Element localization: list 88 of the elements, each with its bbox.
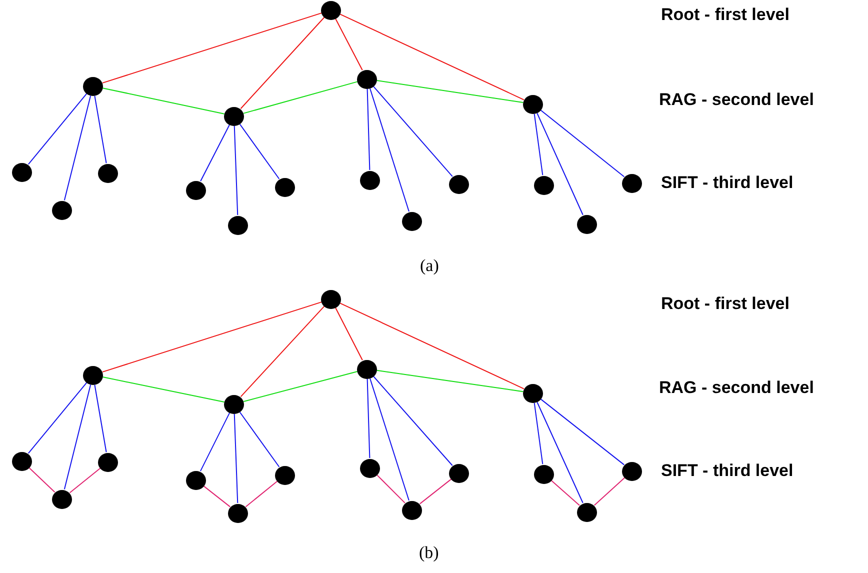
connector-line (366, 88, 370, 170)
connector-line (102, 302, 322, 372)
graph-node (622, 462, 642, 480)
graph-node (321, 0, 341, 20)
connector-line (203, 486, 231, 508)
connector-line (102, 376, 225, 402)
graph-node (321, 290, 341, 308)
connector-line (28, 93, 88, 165)
graph-node (402, 212, 422, 230)
connector-line (373, 86, 453, 177)
connector-line (370, 378, 410, 501)
connector-line (376, 370, 524, 392)
graph-node (360, 170, 380, 190)
connector-line (536, 402, 584, 504)
connector-line (200, 412, 230, 472)
connector-line (376, 474, 406, 504)
connector-line (551, 480, 580, 506)
connector-line (534, 402, 544, 465)
graph-node (186, 180, 206, 200)
connector-line (540, 110, 625, 178)
graph-node (523, 94, 543, 114)
connector-line (200, 124, 230, 182)
level-label: SIFT - third level (661, 173, 794, 193)
graph-node (449, 174, 469, 194)
connector-line (243, 371, 358, 402)
level-label: Root - first level (661, 5, 790, 25)
graph-node (186, 470, 206, 490)
graph-node (83, 76, 103, 96)
connector-line (94, 384, 107, 453)
connector-line (234, 126, 238, 216)
graph-node (577, 502, 597, 522)
graph-node (52, 490, 72, 508)
panel-caption: (a) (420, 256, 439, 276)
graph-node (523, 384, 543, 402)
graph-node (360, 458, 380, 478)
graph-node (449, 464, 469, 482)
connector-line (64, 384, 92, 490)
graph-node (357, 360, 377, 378)
connector-line (594, 477, 626, 506)
connector-line (373, 376, 453, 466)
connector-line (240, 16, 325, 110)
graph-node (357, 70, 377, 88)
connector-line (234, 414, 238, 504)
connector-line (243, 81, 358, 114)
connector-line (376, 80, 524, 103)
connector-line (245, 480, 278, 508)
connector-line (240, 306, 325, 398)
connector-line (102, 88, 225, 114)
graph-node (577, 214, 597, 234)
level-label: RAG - second level (659, 378, 814, 398)
graph-node (52, 200, 72, 220)
graph-node (98, 452, 118, 472)
graph-node (224, 394, 244, 414)
graph-node (534, 464, 554, 484)
connector-line (28, 467, 56, 493)
graph-node (402, 500, 422, 520)
connector-line (69, 468, 101, 494)
connector-line (366, 378, 370, 458)
level-label: RAG - second level (659, 90, 814, 110)
graph-node (98, 164, 118, 182)
connector-line (239, 412, 280, 468)
connector-line (335, 18, 363, 71)
connector-line (64, 95, 92, 201)
connector-line (335, 307, 363, 361)
graph-node (228, 504, 248, 522)
level-label: SIFT - third level (661, 461, 794, 481)
graph-node (224, 106, 244, 126)
graph-node (12, 452, 32, 470)
connector-line (534, 113, 544, 176)
connector-line (94, 95, 107, 164)
connector-line (340, 14, 524, 100)
connector-line (102, 12, 322, 84)
graph-node (228, 216, 248, 234)
connector-line (340, 302, 524, 390)
connector-line (28, 382, 88, 454)
connector-line (239, 124, 280, 180)
graph-node (275, 178, 295, 196)
panel-caption: (b) (419, 543, 439, 563)
graph-node (275, 466, 295, 484)
connector-line (419, 478, 452, 504)
graph-node (83, 366, 103, 384)
level-label: Root - first level (661, 294, 790, 314)
connector-line (536, 112, 584, 216)
connector-line (370, 88, 410, 212)
connector-line (540, 398, 625, 466)
graph-node (534, 176, 554, 194)
graph-node (12, 162, 32, 182)
graph-node (622, 174, 642, 192)
